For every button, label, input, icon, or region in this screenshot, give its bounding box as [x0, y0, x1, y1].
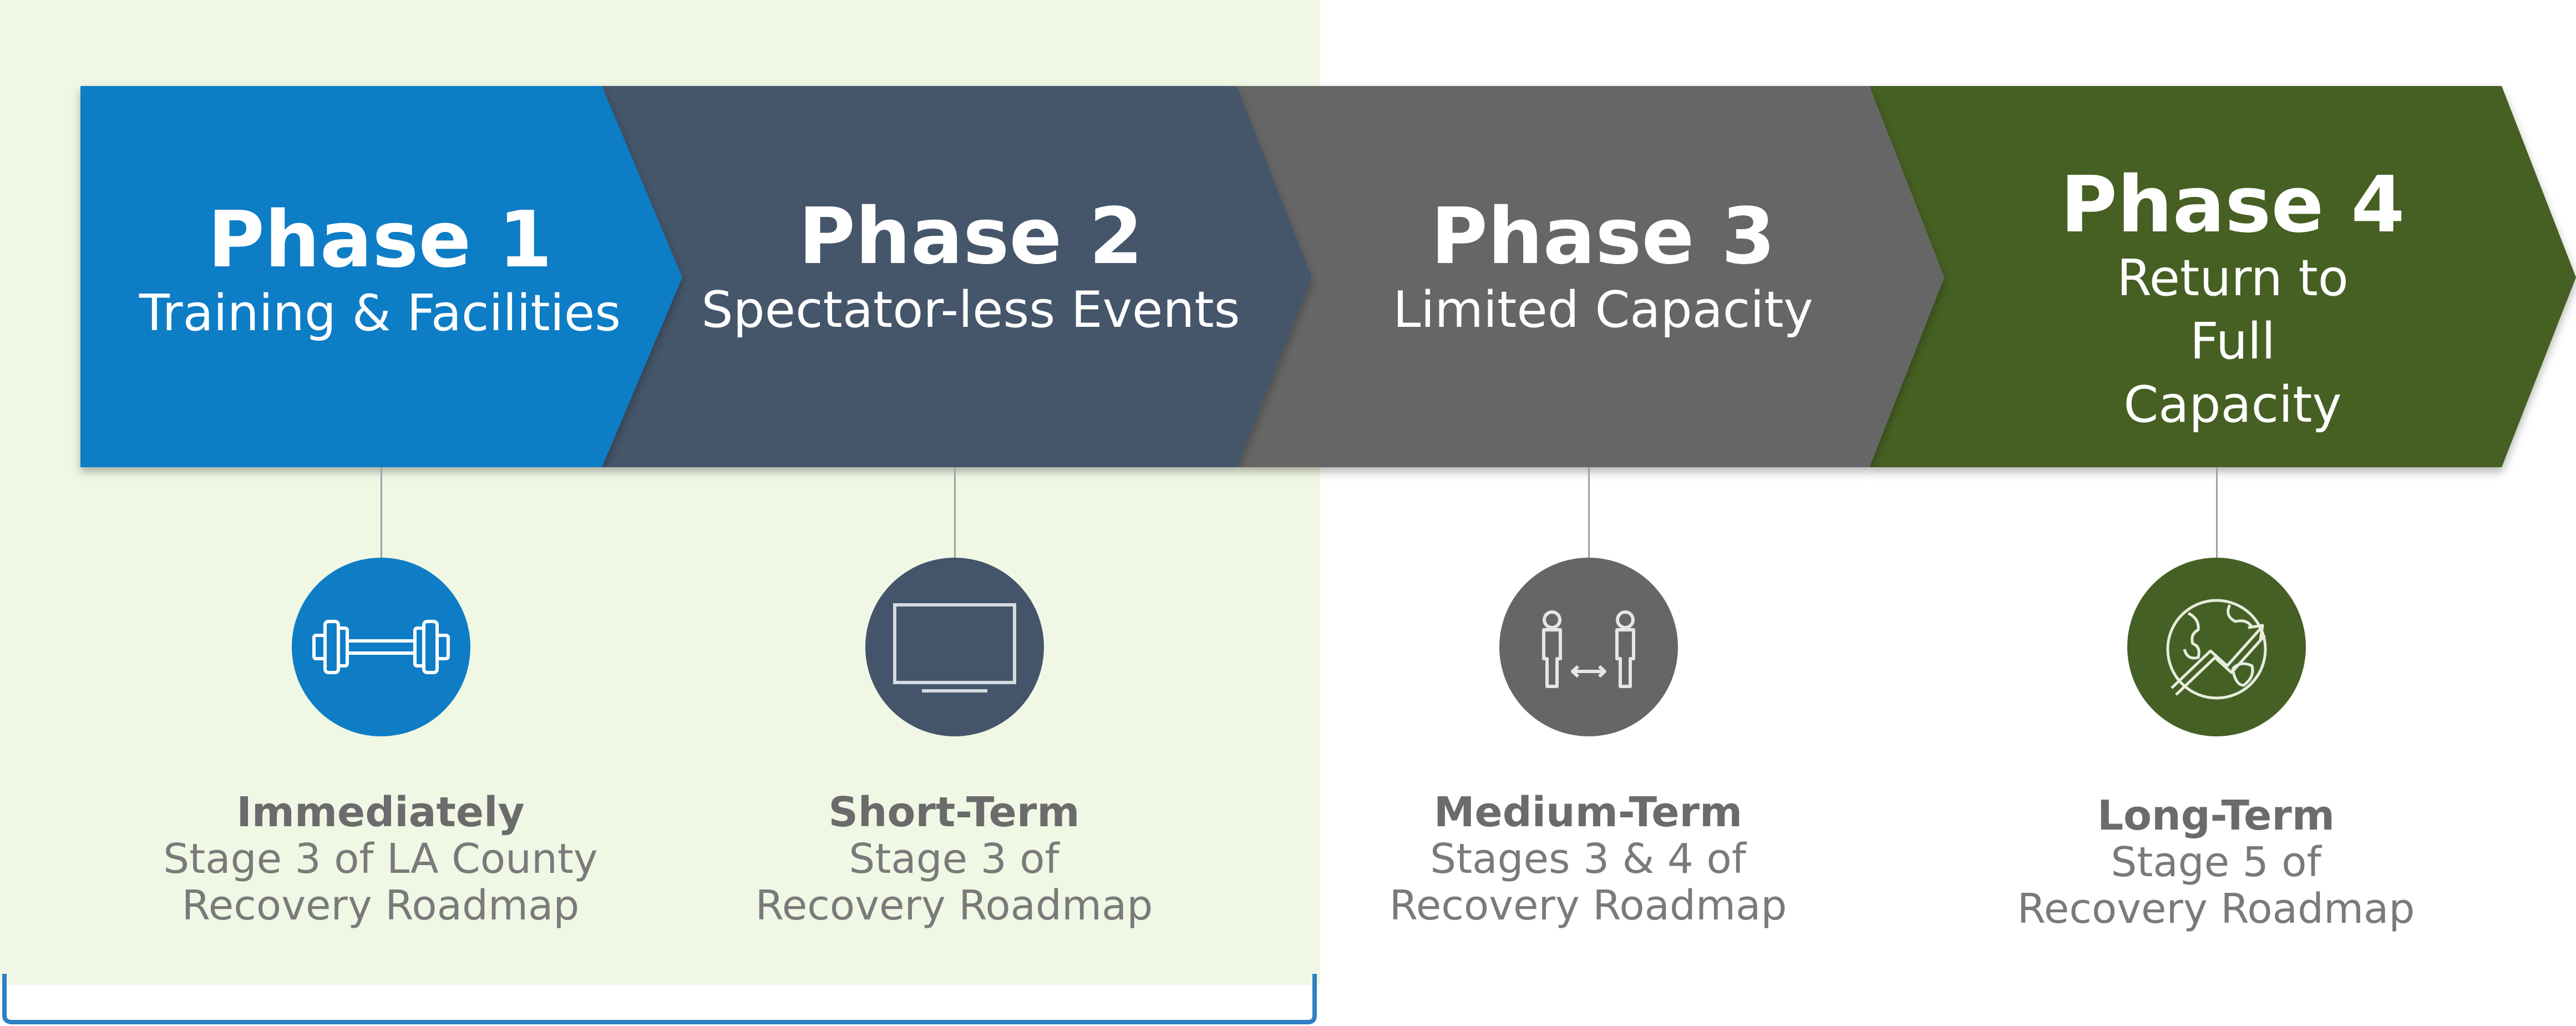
phase-2-connector: [954, 467, 956, 559]
dumbbell-icon: [312, 620, 450, 674]
phase-2-header: Phase 2 Spectator-less Events: [699, 195, 1243, 342]
phase-1-connector: [381, 467, 382, 559]
phase-3-connector: [1588, 467, 1590, 559]
phase-2-icon-circle: [865, 558, 1044, 736]
globe-growth-icon: [2166, 599, 2267, 700]
phase-3-timing-label: Medium-Term: [1433, 789, 1743, 836]
phase-1-icon-circle: [292, 558, 470, 736]
phase-4-timing-desc: Stage 5 of Recovery Roadmap: [2017, 838, 2415, 933]
phase-1-timing: Immediately Stage 3 of LA County Recover…: [131, 789, 630, 929]
phase-4-title: Phase 4: [2060, 160, 2405, 250]
phase-3-header: Phase 3 Limited Capacity: [1331, 195, 1875, 342]
phase-4-subtitle: Return to Full Capacity: [2117, 249, 2349, 434]
phase-2-subtitle: Spectator-less Events: [701, 281, 1240, 339]
tv-screen-icon: [893, 603, 1016, 693]
phase-2-chevron: [602, 86, 1312, 467]
phase-1-header: Phase 1 Training & Facilities: [108, 199, 652, 345]
phase-3-timing: Medium-Term Stages 3 & 4 of Recovery Roa…: [1338, 789, 1838, 929]
phase-3-icon-circle: [1499, 558, 1678, 736]
phase-1-timing-desc: Stage 3 of LA County Recovery Roadmap: [163, 835, 598, 929]
phase-4-connector: [2216, 467, 2218, 559]
phase-4-header: Phase 4 Return to Full Capacity: [1961, 164, 2504, 437]
phase-1-chevron: [80, 86, 682, 467]
phase-1-timing-label: Immediately: [236, 789, 525, 836]
phase-4-timing-label: Long-Term: [2097, 792, 2335, 840]
phase-2-timing-label: Short-Term: [828, 789, 1080, 836]
phase-1-title: Phase 1: [207, 195, 552, 285]
phase-2-title: Phase 2: [798, 191, 1143, 282]
phase-4-chevron: [1869, 86, 2576, 467]
phase-2-timing: Short-Term Stage 3 of Recovery Roadmap: [704, 789, 1204, 929]
phase-4-timing: Long-Term Stage 5 of Recovery Roadmap: [1966, 792, 2466, 932]
phase-3-timing-desc: Stages 3 & 4 of Recovery Roadmap: [1389, 835, 1787, 929]
phase-1-subtitle: Training & Facilities: [139, 284, 621, 342]
phase-3-title: Phase 3: [1431, 191, 1776, 282]
phase-3-subtitle: Limited Capacity: [1393, 281, 1813, 339]
phase-3-chevron: [1237, 86, 1944, 467]
social-distance-icon: [1542, 610, 1635, 688]
phase-2-timing-desc: Stage 3 of Recovery Roadmap: [755, 835, 1153, 929]
phase-4-icon-circle: [2127, 558, 2306, 736]
